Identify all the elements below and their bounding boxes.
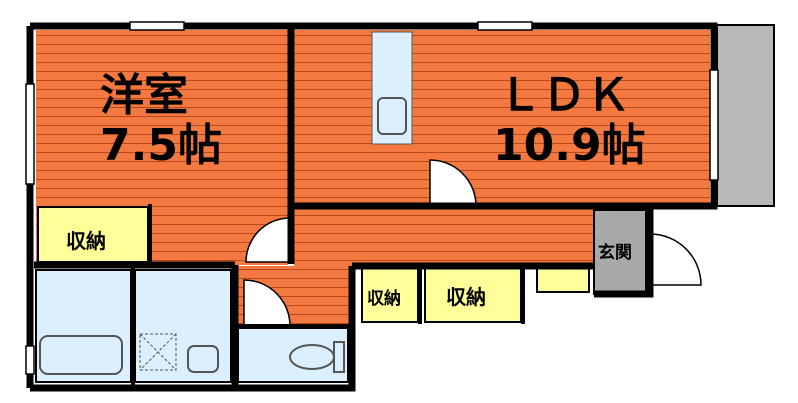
kitchen-sink (377, 97, 407, 135)
storage-label-2: 収納 (367, 288, 401, 309)
entrance-label: 玄関 (598, 242, 632, 263)
ldk-room-size: 10.9帖 (493, 120, 646, 171)
storage-label-3: 収納 (446, 285, 486, 309)
bathtub (39, 335, 123, 375)
western-room-size: 7.5帖 (100, 120, 222, 171)
thin-walls (131, 204, 525, 386)
windows (25, 21, 719, 375)
ldk-room-name: ＬＤＫ (498, 70, 630, 121)
washbasin (187, 345, 219, 373)
ldk-floor (294, 30, 710, 206)
shower-drain (139, 333, 177, 371)
storage-label-1: 収納 (66, 229, 106, 253)
toilet-tank (333, 341, 345, 373)
doors (243, 159, 702, 327)
hallway-floor (294, 206, 594, 266)
toilet-bowl (289, 344, 335, 370)
walls (26, 22, 718, 392)
storage-room-3 (424, 265, 522, 323)
balcony (716, 24, 775, 207)
shoe-storage (536, 265, 590, 293)
western-room-name: 洋室 (100, 70, 188, 121)
